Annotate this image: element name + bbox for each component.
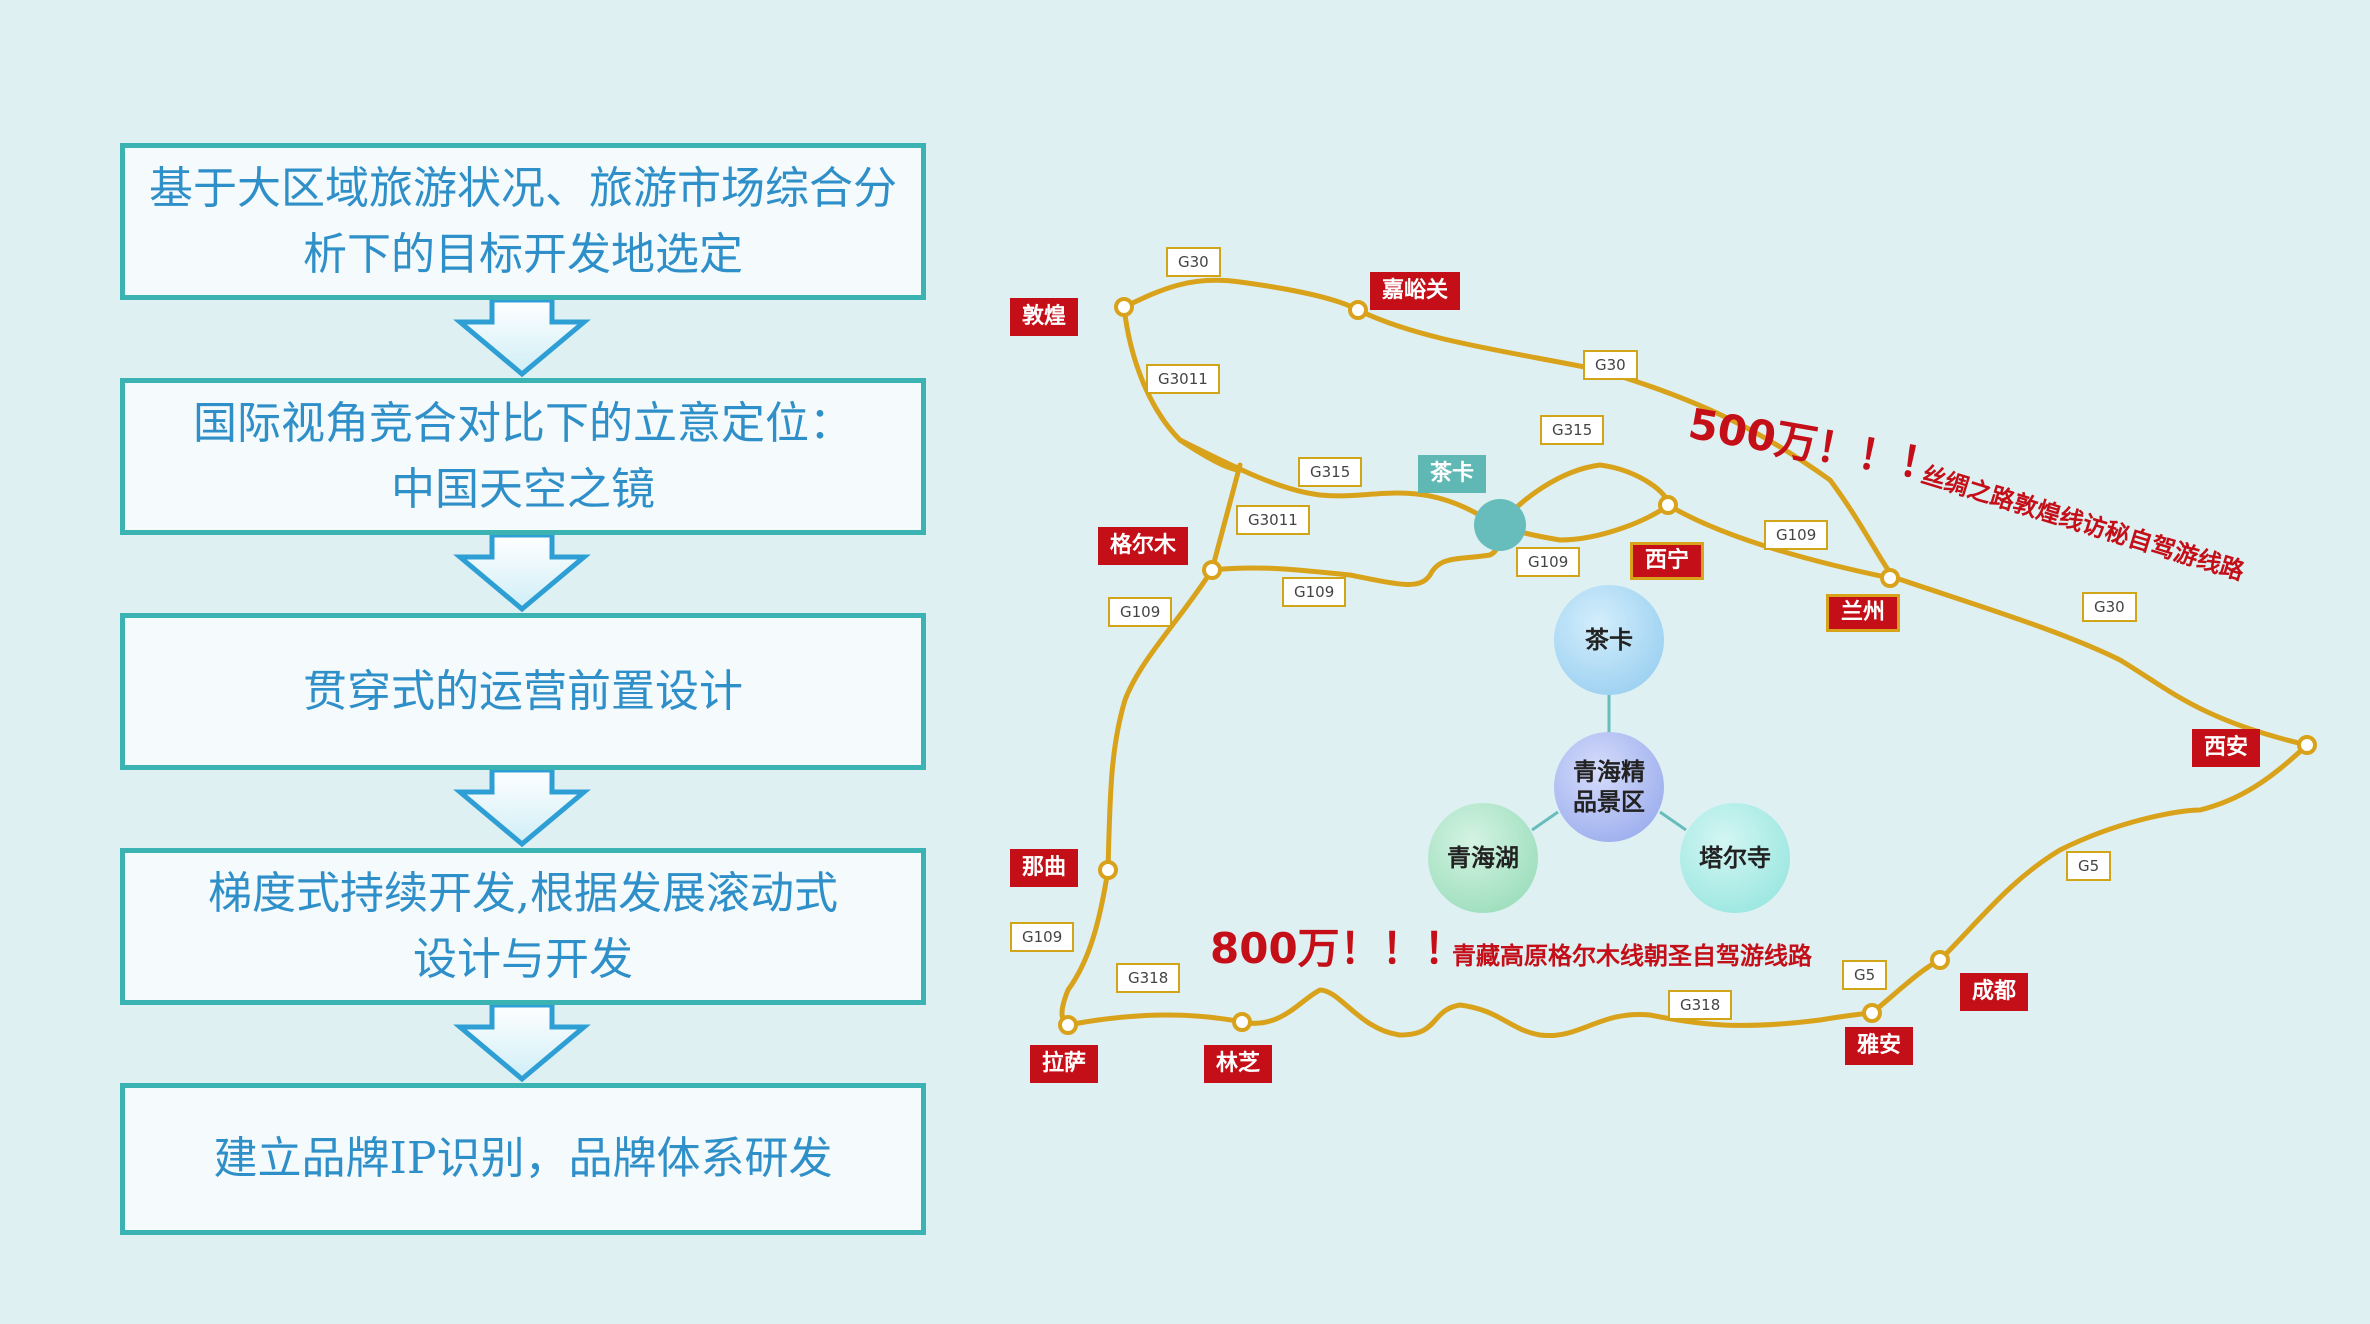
connector-lake-center [1531, 810, 1559, 832]
step-text-5: 建立品牌IP识别，品牌体系研发 [213, 1133, 833, 1184]
road-label-g5-a: G5 [2066, 851, 2112, 881]
node-yaan [1862, 1003, 1882, 1023]
circle-taer-temple: 塔尔寺 [1680, 803, 1790, 913]
road-g5 [1869, 742, 2310, 1016]
flow-arrow-1 [453, 297, 591, 378]
road-g3011-link [1209, 462, 1243, 573]
node-jiayuguan [1348, 300, 1368, 320]
circle-qinghai-lake: 青海湖 [1428, 803, 1538, 913]
road-label-g109-e: G109 [1010, 922, 1075, 952]
node-chaka [1474, 499, 1526, 551]
city-lhasa: 拉萨 [1030, 1045, 1099, 1083]
road-label-g3011-a: G3011 [1146, 364, 1220, 394]
node-golmud [1202, 560, 1222, 580]
city-chaka-tag: 茶卡 [1418, 455, 1487, 493]
road-label-g318-b: G318 [1668, 990, 1733, 1020]
node-xian [2297, 735, 2317, 755]
circle-chaka: 茶卡 [1554, 585, 1664, 695]
road-label-g3011-b: G3011 [1236, 505, 1310, 535]
node-lhasa [1058, 1015, 1078, 1035]
road-label-g318-a: G318 [1116, 963, 1181, 993]
city-xining: 西宁 [1630, 542, 1705, 580]
road-g30-north [1121, 277, 2310, 748]
node-naqu [1098, 860, 1118, 880]
circle-scenic-area: 青海精 品景区 [1554, 732, 1664, 842]
node-dunhuang [1114, 297, 1134, 317]
city-jiayuguan: 嘉峪关 [1370, 272, 1461, 310]
city-dunhuang: 敦煌 [1010, 298, 1079, 336]
node-linzhi [1232, 1012, 1252, 1032]
step-box-2: 国际视角竞合对比下的立意定位： 中国天空之镜 [120, 378, 926, 535]
city-golmud: 格尔木 [1098, 527, 1189, 565]
city-linzhi: 林芝 [1204, 1045, 1273, 1083]
step-text-1: 基于大区域旅游状况、旅游市场综合分 析下的目标开发地选定 [149, 162, 897, 280]
road-label-g30-mid: G30 [1583, 350, 1638, 380]
road-label-g315-a: G315 [1298, 457, 1363, 487]
south-visitor-count: 800万！！！ [1210, 924, 1466, 973]
step-text-3: 贯穿式的运营前置设计 [303, 665, 743, 717]
step-text-2: 国际视角竞合对比下的立意定位： 中国天空之镜 [193, 397, 853, 515]
flow-arrow-3 [453, 767, 591, 848]
road-label-g109-c: G109 [1282, 577, 1347, 607]
city-chengdu: 成都 [1960, 973, 2029, 1011]
node-xining [1658, 495, 1678, 515]
step-text-4: 梯度式持续开发,根据发展滚动式 设计与开发 [208, 867, 838, 985]
road-label-g109-d: G109 [1108, 597, 1173, 627]
road-label-g315-b: G315 [1540, 415, 1605, 445]
road-label-g5-b: G5 [1842, 960, 1888, 990]
road-label-g109-a: G109 [1516, 547, 1581, 577]
node-chengdu [1930, 950, 1950, 970]
road-label-g30-top: G30 [1166, 247, 1221, 277]
step-box-4: 梯度式持续开发,根据发展滚动式 设计与开发 [120, 848, 926, 1005]
south-route-label: 青藏高原格尔木线朝圣自驾游线路 [1452, 942, 1812, 970]
step-box-5: 建立品牌IP识别，品牌体系研发 [120, 1083, 926, 1235]
city-naqu: 那曲 [1010, 849, 1079, 887]
step-box-1: 基于大区域旅游状况、旅游市场综合分 析下的目标开发地选定 [120, 143, 926, 300]
road-g318 [1065, 987, 1875, 1039]
road-label-g30-east: G30 [2082, 592, 2137, 622]
step-box-3: 贯穿式的运营前置设计 [120, 613, 926, 770]
connector-taer-center [1659, 810, 1687, 832]
flow-arrow-4 [453, 1002, 591, 1083]
road-label-g109-b: G109 [1764, 520, 1829, 550]
road-g109-east [1665, 502, 1893, 581]
road-g3011-west [1121, 304, 1243, 473]
node-lanzhou [1880, 568, 1900, 588]
city-xian: 西安 [2192, 729, 2261, 767]
road-g109-west [1105, 567, 1215, 873]
city-yaan: 雅安 [1845, 1027, 1914, 1065]
flow-arrow-2 [453, 532, 591, 613]
city-lanzhou: 兰州 [1826, 594, 1901, 632]
road-g109-mid [1209, 522, 1503, 587]
